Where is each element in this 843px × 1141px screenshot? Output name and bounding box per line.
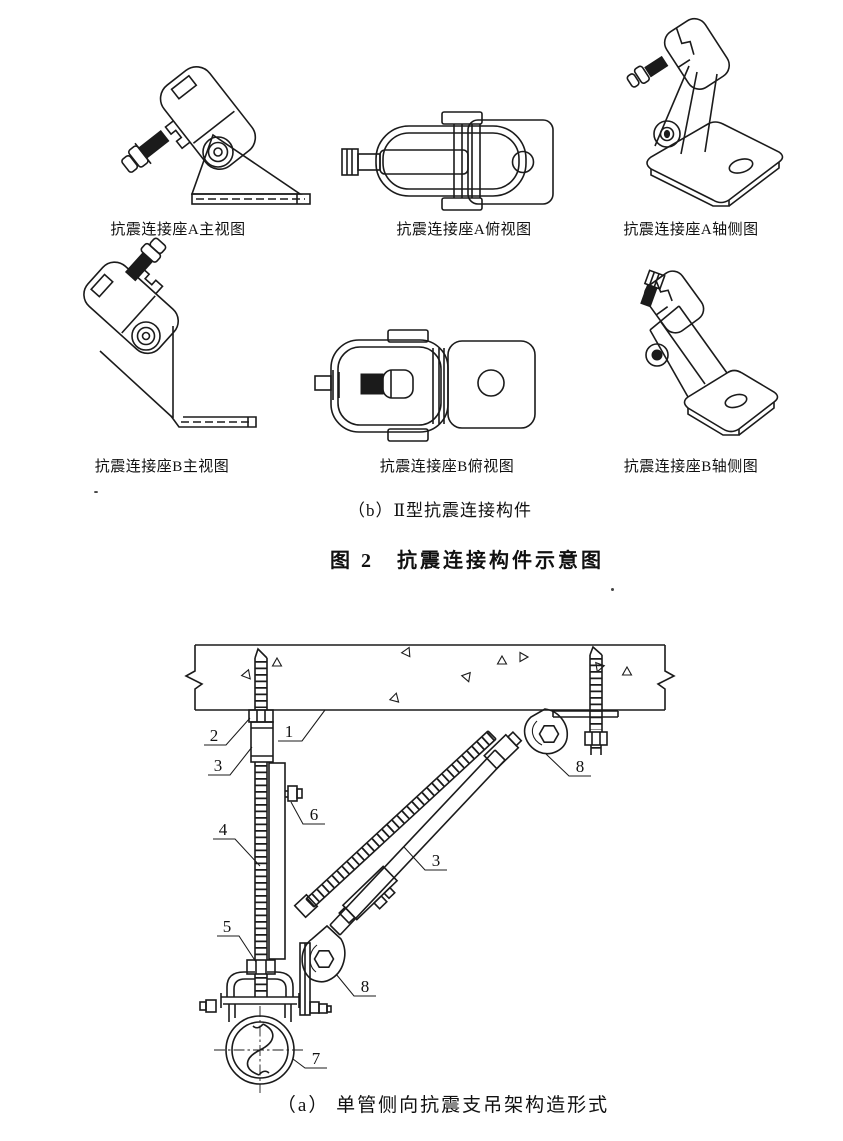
part-label-brace: 3: [403, 846, 447, 871]
svg-text:8: 8: [361, 977, 370, 996]
svg-text:3: 3: [214, 756, 223, 775]
scan-speck: [94, 491, 98, 493]
seat-a-front-base: [190, 133, 311, 205]
caption-seat-b-axon: 抗震连接座B轴侧图: [623, 459, 759, 475]
drawing-seat-b-top-view: [314, 329, 536, 442]
part-label-slab: 1: [278, 709, 326, 742]
seat-b-axon-bolt: [640, 269, 666, 308]
caption-seat-b-top: 抗震连接座B俯视图: [379, 459, 515, 475]
svg-text:8: 8: [576, 757, 585, 776]
diagonal-brace: [293, 730, 523, 936]
drawing-seat-a-top-view: [341, 111, 554, 211]
hanger-anchor-rod: [248, 647, 274, 763]
hanger-coupler: [250, 721, 274, 763]
seat-b-front-clamp: [83, 237, 180, 355]
seat-b-axon-base: [683, 369, 779, 436]
part-label-hanger-coupler: 3: [208, 746, 253, 776]
aggregate-triangles: [240, 646, 633, 703]
svg-text:1: 1: [285, 722, 294, 741]
seat-b-top-bolt: [314, 369, 414, 400]
svg-text:3: 3: [432, 851, 441, 870]
seat-b-axon-upright: [645, 305, 728, 398]
lower-connection-seat: [299, 924, 346, 1016]
part-labels: 1 2 3 4 6 3 5: [204, 709, 591, 1069]
seat-a-front-clamp: [121, 66, 257, 173]
part-label-pipe-clamp: 7: [292, 1049, 327, 1069]
caption-seat-a-front: 抗震连接座A主视图: [110, 222, 246, 238]
caption-seat-b-front: 抗震连接座B主视图: [94, 459, 230, 475]
drawing-seat-a-front-view: [121, 66, 311, 205]
hanger-channel: [268, 762, 286, 960]
seat-a-top-body: [375, 111, 554, 211]
side-plate-bolt: [309, 1001, 332, 1014]
caption-seat-a-top: 抗震连接座A俯视图: [396, 222, 532, 238]
assembly-diagram: 1 2 3 4 6 3 5: [184, 644, 676, 1093]
part-label-clamp-nut: 5: [217, 917, 257, 963]
figure-2-title: 图 2 抗震连接构件示意图: [330, 550, 604, 572]
part-label-hanger-channel: 4: [213, 820, 261, 867]
seat-a-axon-gusset: [653, 65, 718, 155]
drawing-seat-b-front-view: [83, 237, 257, 428]
part-label-hanger-nut: 2: [204, 717, 251, 746]
pipe-clamp: [199, 971, 306, 1093]
svg-text:2: 2: [210, 726, 219, 745]
svg-text:7: 7: [312, 1049, 321, 1068]
drawing-seat-a-axonometric-view: [626, 17, 784, 207]
clamp-left-bolt: [199, 999, 217, 1013]
svg-text:4: 4: [219, 820, 228, 839]
seat-a-axon-base: [646, 121, 784, 207]
svg-text:6: 6: [310, 805, 319, 824]
part-label-lower-seat: 8: [335, 973, 376, 997]
clamp-nut: [246, 959, 276, 975]
part-label-upper-seat: 8: [545, 753, 591, 777]
concrete-slab: [184, 644, 676, 711]
seat-a-front-pivot: [202, 136, 234, 168]
seat-b-front-pivot: [131, 321, 161, 351]
seat-b-front-base: [99, 326, 257, 428]
upper-connection-seat: [523, 708, 619, 755]
hanger-nut: [248, 709, 274, 723]
brace-connector: [338, 865, 399, 925]
seat-a-top-bolt: [341, 148, 381, 176]
brace-top-connector: [483, 730, 523, 770]
scan-speck: [611, 588, 614, 591]
part-label-channel-bolt: 6: [290, 801, 325, 825]
seat-b-top-body: [330, 329, 536, 442]
drawing-seat-b-axonometric-view: [640, 269, 779, 436]
svg-text:5: 5: [223, 917, 232, 936]
brace-anchor-rod: [584, 645, 608, 755]
caption-seat-a-axon: 抗震连接座A轴侧图: [623, 222, 759, 238]
subfigure-b-label: （b）Ⅱ型抗震连接构件: [347, 501, 533, 520]
seat-a-axon-clamp: [626, 17, 731, 90]
subfigure-a-label: （a） 单管侧向抗震支吊架构造形式: [276, 1095, 610, 1116]
channel-bolt: [285, 785, 303, 802]
